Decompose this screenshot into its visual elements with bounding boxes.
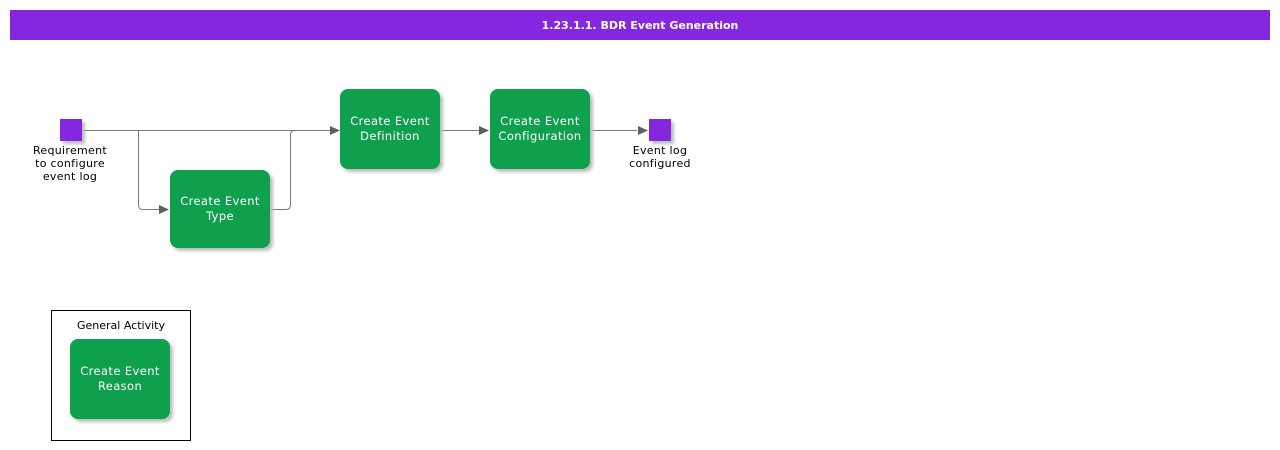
arrowhead-into-definition (330, 126, 340, 135)
diagram-title-bar: 1.23.1.1. BDR Event Generation (10, 10, 1270, 40)
arrowhead-into-configuration (479, 126, 489, 135)
activity-create-event-configuration[interactable]: Create Event Configuration (490, 89, 590, 169)
activity-create-event-reason[interactable]: Create Event Reason (70, 339, 170, 419)
activity-label: Create Event Reason (80, 364, 160, 393)
arrowhead-into-end-event (638, 126, 648, 135)
connector-type-up-to-main (270, 130, 296, 210)
activity-create-event-type[interactable]: Create Event Type (170, 170, 270, 248)
general-activity-title: General Activity (77, 319, 165, 332)
end-event-label: Event log configured (629, 144, 691, 170)
flow-connectors (82, 126, 648, 214)
start-event-label: Requirement to configure event log (32, 144, 108, 183)
activity-create-event-definition[interactable]: Create Event Definition (340, 89, 440, 169)
activity-label: Create Event Configuration (498, 114, 582, 143)
connector-branch-down-to-type (138, 130, 159, 210)
start-event-node (60, 119, 82, 141)
end-event-node (649, 119, 671, 141)
activity-label: Create Event Type (180, 194, 260, 223)
activity-label: Create Event Definition (350, 114, 430, 143)
diagram-title: 1.23.1.1. BDR Event Generation (541, 18, 739, 32)
arrowhead-into-type (159, 205, 169, 214)
